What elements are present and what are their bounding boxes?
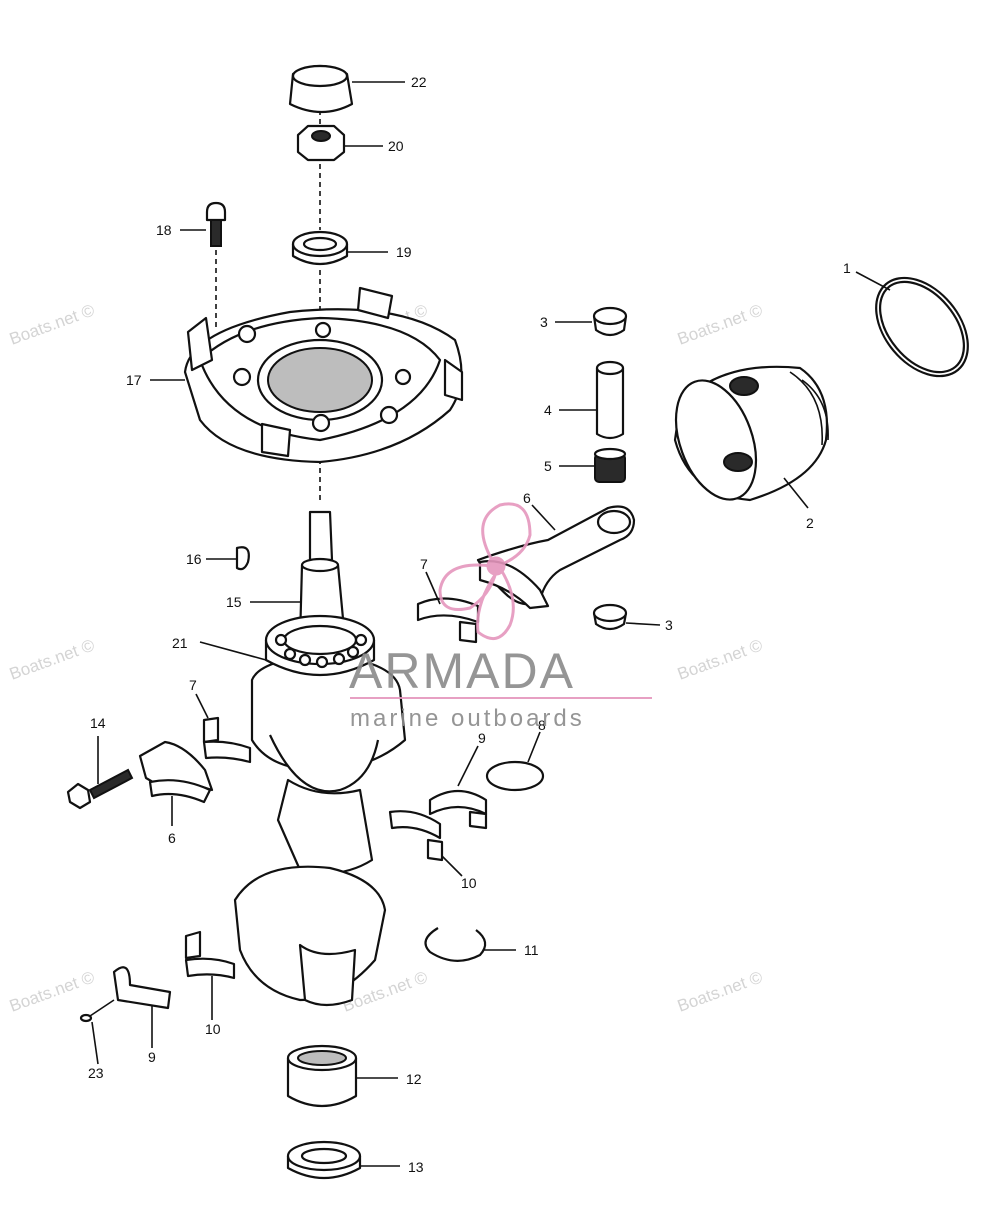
callout-7[interactable]: 7: [420, 556, 428, 572]
callout-2[interactable]: 2: [806, 515, 814, 531]
callout-22[interactable]: 22: [411, 74, 427, 90]
callout-20[interactable]: 20: [388, 138, 404, 154]
callout-3[interactable]: 3: [540, 314, 548, 330]
callout-9[interactable]: 9: [148, 1049, 156, 1065]
leader-lines: [89, 81, 891, 1167]
callout-21[interactable]: 21: [172, 635, 188, 651]
callout-16[interactable]: 16: [186, 551, 202, 567]
callout-11[interactable]: 11: [524, 942, 539, 958]
brand-tagline: marine outboards: [350, 705, 585, 732]
callout-10[interactable]: 10: [205, 1021, 221, 1037]
callout-6[interactable]: 6: [523, 490, 531, 506]
part-9-race-lower[interactable]: [112, 966, 172, 1010]
part-6-rod-cap[interactable]: [138, 740, 214, 804]
part-23-washer[interactable]: [79, 1013, 93, 1023]
part-6-connecting-rod[interactable]: [476, 505, 636, 610]
callout-10[interactable]: 10: [461, 875, 477, 891]
part-21-ball-bearing[interactable]: [264, 614, 376, 676]
propeller-logo-icon: [438, 502, 532, 641]
part-22-cap[interactable]: [288, 64, 354, 114]
callout-23[interactable]: 23: [88, 1065, 104, 1081]
part-12-roller-bearing[interactable]: [286, 1044, 358, 1107]
part-14-rod-bolt[interactable]: [66, 768, 134, 810]
part-19-bushing[interactable]: [291, 230, 349, 266]
callout-19[interactable]: 19: [396, 244, 412, 260]
callout-5[interactable]: 5: [544, 458, 552, 474]
part-5-needle-bearing[interactable]: [593, 447, 627, 483]
watermark-text: Boats.net ©: [7, 300, 98, 348]
callout-labels: 22 20 19 18 17 1 2 3 3 4 5 6 6 7 7 8 9 9…: [88, 74, 851, 1175]
watermark-text: Boats.net ©: [675, 300, 766, 348]
part-8-retaining-ring[interactable]: [485, 760, 545, 792]
callout-17[interactable]: 17: [126, 372, 142, 388]
part-10-needle-bearing-upper[interactable]: [388, 810, 444, 862]
part-13-oil-seal[interactable]: [286, 1140, 362, 1179]
armada-logo: ARMADA marine outboards: [349, 502, 652, 732]
callout-14[interactable]: 14: [90, 715, 106, 731]
watermark-text: Boats.net ©: [675, 967, 766, 1015]
part-7-bearing-lower[interactable]: [202, 716, 252, 764]
watermark-text: Boats.net ©: [7, 967, 98, 1015]
part-1-piston-ring[interactable]: [858, 260, 987, 393]
callout-4[interactable]: 4: [544, 402, 552, 418]
callout-9[interactable]: 9: [478, 730, 486, 746]
callout-1[interactable]: 1: [843, 260, 851, 276]
callout-12[interactable]: 12: [406, 1071, 422, 1087]
part-4-piston-pin[interactable]: [595, 360, 625, 440]
part-9-race-upper[interactable]: [428, 789, 488, 830]
callout-13[interactable]: 13: [408, 1159, 424, 1175]
callout-6[interactable]: 6: [168, 830, 176, 846]
callout-18[interactable]: 18: [156, 222, 172, 238]
part-15-crankshaft[interactable]: [233, 510, 407, 1007]
part-17-stator-plate[interactable]: [183, 286, 464, 464]
callout-15[interactable]: 15: [226, 594, 242, 610]
part-3-thrust-washer-top[interactable]: [592, 306, 628, 337]
callout-3[interactable]: 3: [665, 617, 673, 633]
watermark-text: Boats.net ©: [7, 635, 98, 683]
callout-8[interactable]: 8: [538, 717, 546, 733]
callout-7[interactable]: 7: [189, 677, 197, 693]
part-3-thrust-washer-bottom[interactable]: [592, 603, 628, 631]
part-16-woodruff-key[interactable]: [235, 546, 250, 571]
brand-name: ARMADA: [349, 643, 575, 699]
part-2-piston[interactable]: [661, 365, 829, 511]
part-18-bolt[interactable]: [205, 201, 227, 247]
watermark-text: Boats.net ©: [675, 635, 766, 683]
part-7-bearing-upper[interactable]: [416, 597, 480, 644]
part-10-needle-bearing-lower[interactable]: [184, 930, 236, 980]
part-20-nut[interactable]: [296, 124, 346, 162]
part-11-snap-ring[interactable]: [424, 927, 487, 962]
